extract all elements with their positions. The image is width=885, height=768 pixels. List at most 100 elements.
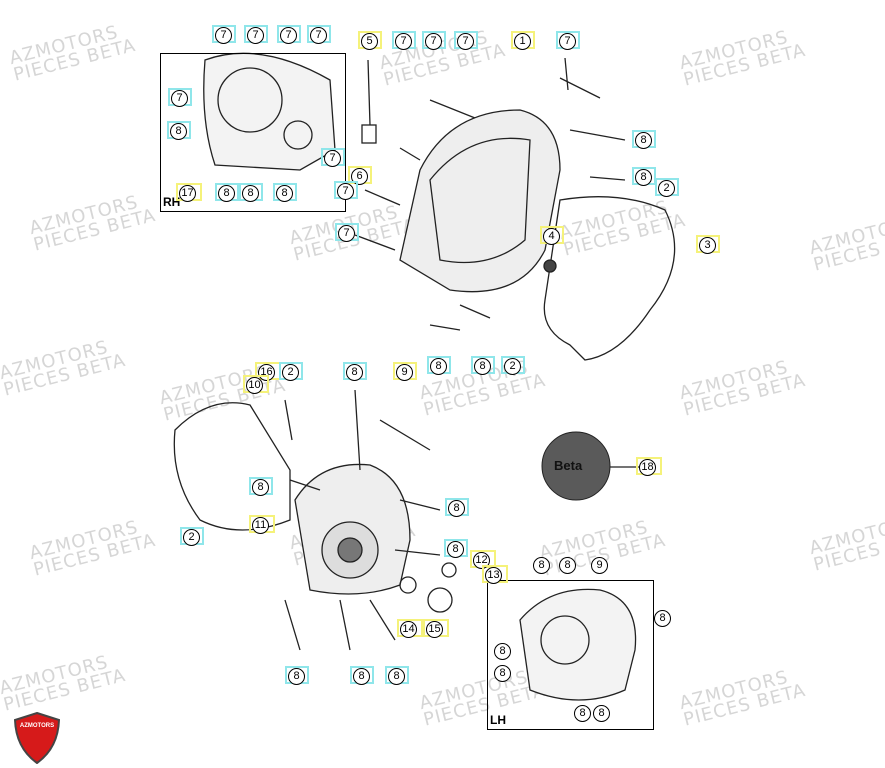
callout-number: 9: [591, 556, 608, 574]
callout-8: 8: [239, 183, 263, 202]
callout-number: 15: [426, 620, 443, 638]
callout-15: 15: [423, 619, 449, 638]
callout-number: 9: [396, 363, 413, 381]
clutch-cover: [399, 109, 561, 293]
callout-number: 8: [288, 667, 305, 685]
callout-number: 7: [215, 26, 232, 44]
callout-8: 8: [593, 704, 610, 722]
callout-number: 2: [658, 179, 675, 197]
lh-generator-cover: [519, 588, 637, 701]
callout-7: 7: [168, 88, 192, 107]
generator-cover-gasket: [173, 402, 291, 531]
callout-4: 4: [540, 226, 564, 245]
callout-8: 8: [654, 609, 671, 627]
callout-8: 8: [285, 666, 309, 685]
callout-5: 5: [358, 31, 382, 50]
callout-17: 17: [176, 183, 202, 202]
callout-7: 7: [321, 148, 345, 167]
callout-1: 1: [511, 31, 535, 50]
callout-8: 8: [533, 556, 550, 574]
callout-7: 7: [244, 25, 268, 44]
callout-number: 12: [473, 551, 490, 569]
callout-number: 8: [242, 184, 259, 202]
callout-number: 5: [361, 32, 378, 50]
callout-number: 8: [593, 704, 610, 722]
callout-8: 8: [632, 130, 656, 149]
callout-8: 8: [249, 477, 273, 496]
callout-number: 6: [351, 167, 368, 185]
callout-number: 8: [635, 168, 652, 186]
callout-number: 7: [337, 182, 354, 200]
callout-8: 8: [343, 362, 367, 381]
callout-8: 8: [215, 183, 239, 202]
callout-8: 8: [574, 704, 591, 722]
callout-8: 8: [444, 539, 468, 558]
callout-number: 8: [494, 642, 511, 660]
lh-inset-frame: [487, 580, 654, 730]
callout-number: 7: [338, 224, 355, 242]
callout-number: 8: [430, 357, 447, 375]
callout-number: 8: [276, 184, 293, 202]
callout-2: 2: [655, 178, 679, 197]
callout-8: 8: [350, 666, 374, 685]
callout-8: 8: [632, 167, 656, 186]
callout-number: 8: [388, 667, 405, 685]
callout-number: 14: [400, 620, 417, 638]
callout-8: 8: [494, 664, 511, 682]
callout-number: 7: [310, 26, 327, 44]
callout-9: 9: [591, 556, 608, 574]
callout-8: 8: [385, 666, 409, 685]
callout-7: 7: [392, 31, 416, 50]
clutch-cover-gasket: [543, 196, 676, 361]
callout-7: 7: [277, 25, 301, 44]
callout-number: 2: [504, 357, 521, 375]
callout-13: 13: [482, 565, 508, 584]
callout-number: 8: [574, 704, 591, 722]
callout-number: 11: [252, 516, 269, 534]
callout-number: 7: [559, 32, 576, 50]
svg-text:AZMOTORS: AZMOTORS: [20, 723, 54, 729]
callout-number: 7: [324, 149, 341, 167]
callout-number: 7: [171, 89, 188, 107]
callout-14: 14: [397, 619, 423, 638]
callout-8: 8: [427, 356, 451, 375]
callout-number: 17: [179, 184, 196, 202]
callout-number: 8: [654, 609, 671, 627]
beta-emblem-text: Beta: [554, 458, 583, 473]
callout-8: 8: [559, 556, 576, 574]
callout-number: 8: [635, 131, 652, 149]
callout-number: 7: [425, 32, 442, 50]
callout-number: 7: [395, 32, 412, 50]
callout-number: 8: [494, 664, 511, 682]
callout-number: 8: [346, 363, 363, 381]
callout-number: 7: [457, 32, 474, 50]
rh-inset-frame: [160, 53, 346, 212]
callout-7: 7: [334, 181, 358, 200]
callout-7: 7: [422, 31, 446, 50]
callout-2: 2: [279, 362, 303, 381]
callout-8: 8: [471, 356, 495, 375]
callout-number: 8: [447, 540, 464, 558]
callout-11: 11: [249, 515, 275, 534]
callout-number: 8: [533, 556, 550, 574]
callout-number: 18: [639, 458, 656, 476]
callout-8: 8: [273, 183, 297, 202]
callout-number: 2: [183, 528, 200, 546]
callout-number: 8: [218, 184, 235, 202]
callout-7: 7: [212, 25, 236, 44]
lh-label: LH: [490, 713, 506, 727]
callout-18: 18: [636, 457, 662, 476]
callout-number: 8: [353, 667, 370, 685]
callout-number: 1: [514, 32, 531, 50]
callout-number: 7: [247, 26, 264, 44]
callout-number: 8: [170, 122, 187, 140]
callout-8: 8: [445, 498, 469, 517]
callout-number: 4: [543, 227, 560, 245]
callout-8: 8: [167, 121, 191, 140]
callout-9: 9: [393, 362, 417, 381]
callout-number: 8: [448, 499, 465, 517]
callout-2: 2: [501, 356, 525, 375]
beta-emblem: [541, 431, 611, 501]
